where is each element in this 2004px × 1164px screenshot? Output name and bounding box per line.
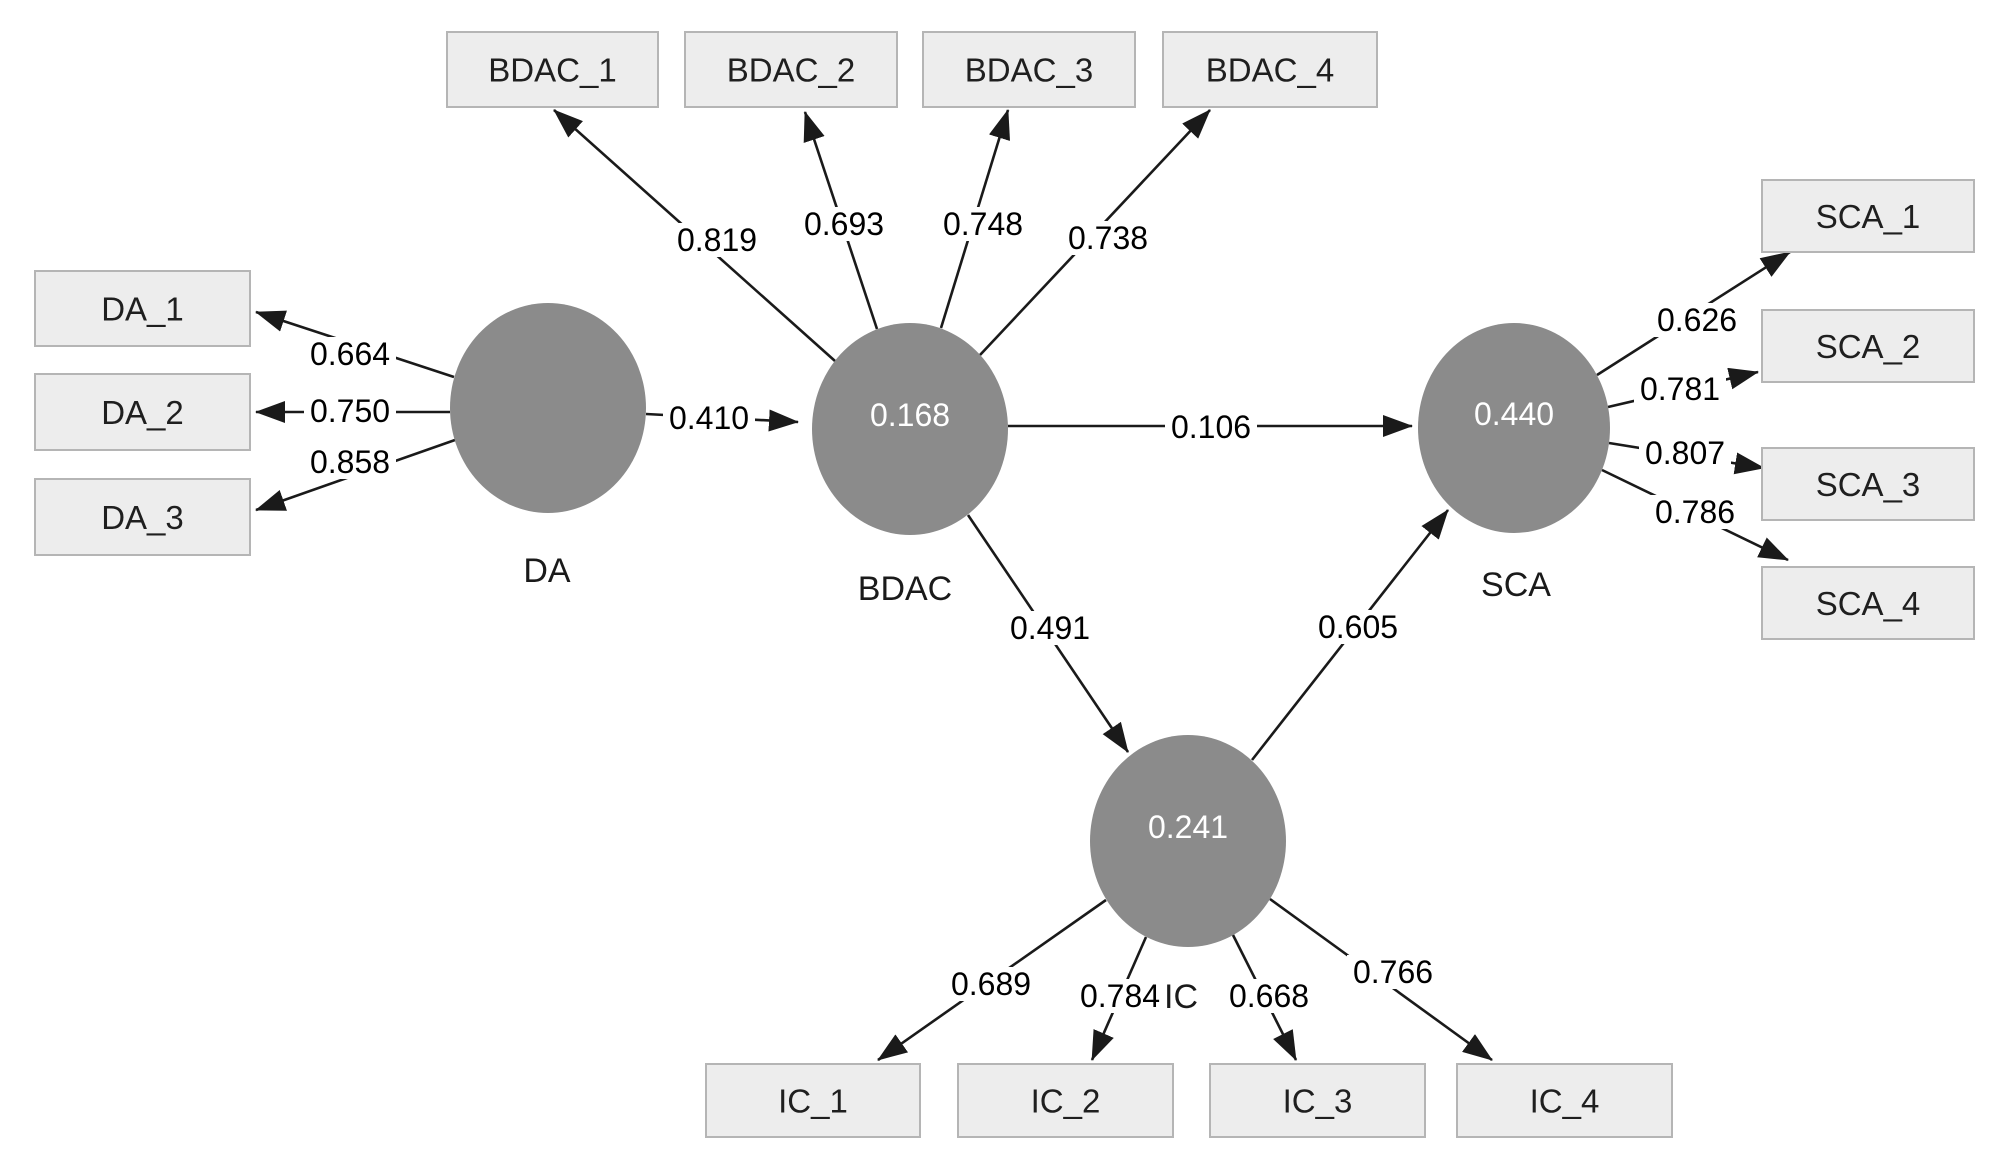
indicator-label-SCA_3: SCA_3: [1816, 466, 1921, 503]
indicator-box-IC_3: [1209, 1063, 1426, 1138]
coef-bg-IC-IC_4: [1347, 955, 1439, 989]
latent-node-SCA: [1418, 323, 1610, 533]
indicator-box-DA_3: [34, 478, 251, 556]
indicator-label-DA_1: DA_1: [101, 291, 184, 328]
latent-r2-IC: 0.241: [1148, 809, 1228, 845]
coef-label-DA-DA_1: 0.664: [310, 336, 390, 372]
coef-label-BDAC-BDAC_4: 0.738: [1068, 220, 1148, 256]
coef-bg-SCA-SCA_3: [1639, 436, 1731, 470]
indicator-box-BDAC_3: [922, 31, 1136, 108]
coef-bg-DA-DA_3: [304, 445, 396, 479]
indicator-label-SCA_2: SCA_2: [1816, 328, 1921, 365]
indicator-box-BDAC_1: [446, 31, 659, 108]
latent-node-BDAC: [812, 323, 1008, 535]
indicator-label-IC_2: IC_2: [1031, 1083, 1101, 1120]
coef-label-SCA-SCA_1: 0.626: [1657, 302, 1737, 338]
latent-r2-SCA: 0.440: [1474, 396, 1554, 432]
coef-bg-BDAC-BDAC_3: [937, 207, 1029, 241]
coef-bg-SCA-SCA_1: [1651, 303, 1743, 337]
indicator-label-BDAC_3: BDAC_3: [965, 52, 1093, 89]
coef-bg-IC-IC_2: [1074, 979, 1166, 1013]
coef-bg-BDAC-IC: [1004, 611, 1096, 645]
coef-bg-BDAC-BDAC_1: [671, 223, 763, 257]
latent-label-SCA: SCA: [1481, 566, 1551, 604]
coef-bg-BDAC-BDAC_4: [1062, 221, 1154, 255]
coef-label-SCA-SCA_3: 0.807: [1645, 435, 1725, 471]
indicator-box-SCA_3: [1761, 447, 1975, 521]
indicator-box-SCA_2: [1761, 309, 1975, 383]
indicator-label-BDAC_2: BDAC_2: [727, 52, 855, 89]
latent-r2-BDAC: 0.168: [870, 397, 950, 433]
indicator-label-SCA_4: SCA_4: [1816, 585, 1921, 622]
indicator-box-DA_1: [34, 270, 251, 347]
path-lines: [255, 109, 1791, 1062]
coef-label-BDAC-BDAC_1: 0.819: [677, 222, 757, 258]
latent-node-IC: [1090, 735, 1286, 947]
indicator-box-IC_2: [957, 1063, 1174, 1138]
coef-label-SCA-SCA_4: 0.786: [1655, 494, 1735, 530]
latent-node-DA: [450, 303, 646, 513]
latent-label-IC: IC: [1164, 978, 1198, 1016]
coef-label-BDAC-SCA: 0.106: [1171, 409, 1251, 445]
coef-label-IC-IC_1: 0.689: [951, 966, 1031, 1002]
coef-label-IC-IC_2: 0.784: [1080, 978, 1160, 1014]
coef-label-SCA-SCA_2: 0.781: [1640, 371, 1720, 407]
indicator-boxes: DA_1DA_2DA_3 BDAC_1 BDAC_2 BDAC_3 BDAC_4SCA_…: [34, 31, 1975, 1138]
coef-bg-BDAC-SCA: [1165, 410, 1257, 444]
indicator-box-BDAC_2: [684, 31, 898, 108]
indicator-label-IC_1: IC_1: [778, 1083, 848, 1120]
indicator-label-BDAC_1: BDAC_1: [488, 52, 616, 89]
indicator-box-BDAC_4: [1162, 31, 1378, 108]
coef-label-DA-BDAC: 0.410: [669, 400, 749, 436]
coef-bg-SCA-SCA_2: [1634, 372, 1726, 406]
coef-label-DA-DA_3: 0.858: [310, 444, 390, 480]
coefficient-labels: 0.410 0.106 0.491 0.605 0.819 0.693 0.748 0.738…: [304, 206, 1743, 1014]
coef-bg-IC-SCA: [1312, 610, 1404, 644]
coef-label-IC-IC_3: 0.668: [1229, 978, 1309, 1014]
coef-label-IC-IC_4: 0.766: [1353, 954, 1433, 990]
indicator-label-IC_4: IC_4: [1530, 1083, 1600, 1120]
coef-label-DA-DA_2: 0.750: [310, 393, 390, 429]
coef-bg-SCA-SCA_4: [1649, 495, 1741, 529]
coef-bg-DA-DA_2: [304, 394, 396, 428]
latent-label-DA: DA: [523, 552, 571, 590]
indicator-label-DA_3: DA_3: [101, 499, 184, 536]
indicator-label-DA_2: DA_2: [101, 394, 184, 431]
indicator-box-IC_4: [1456, 1063, 1673, 1138]
indicator-box-DA_2: [34, 373, 251, 451]
coef-label-BDAC-IC: 0.491: [1010, 610, 1090, 646]
indicator-box-SCA_4: [1761, 566, 1975, 640]
coef-label-IC-SCA: 0.605: [1318, 609, 1398, 645]
indicator-box-IC_1: [705, 1063, 921, 1138]
coef-bg-DA-DA_1: [304, 337, 396, 371]
coef-bg-DA-BDAC: [663, 401, 755, 435]
coef-label-BDAC-BDAC_3: 0.748: [943, 206, 1023, 242]
indicator-box-SCA_1: [1761, 179, 1975, 253]
coef-label-BDAC-BDAC_2: 0.693: [804, 206, 884, 242]
indicator-label-SCA_1: SCA_1: [1816, 198, 1921, 235]
indicator-label-IC_3: IC_3: [1283, 1083, 1353, 1120]
coef-bg-BDAC-BDAC_2: [798, 207, 890, 241]
indicator-label-BDAC_4: BDAC_4: [1206, 52, 1334, 89]
coef-bg-IC-IC_1: [945, 967, 1037, 1001]
latent-label-BDAC: BDAC: [858, 570, 952, 608]
coef-bg-IC-IC_3: [1223, 979, 1315, 1013]
